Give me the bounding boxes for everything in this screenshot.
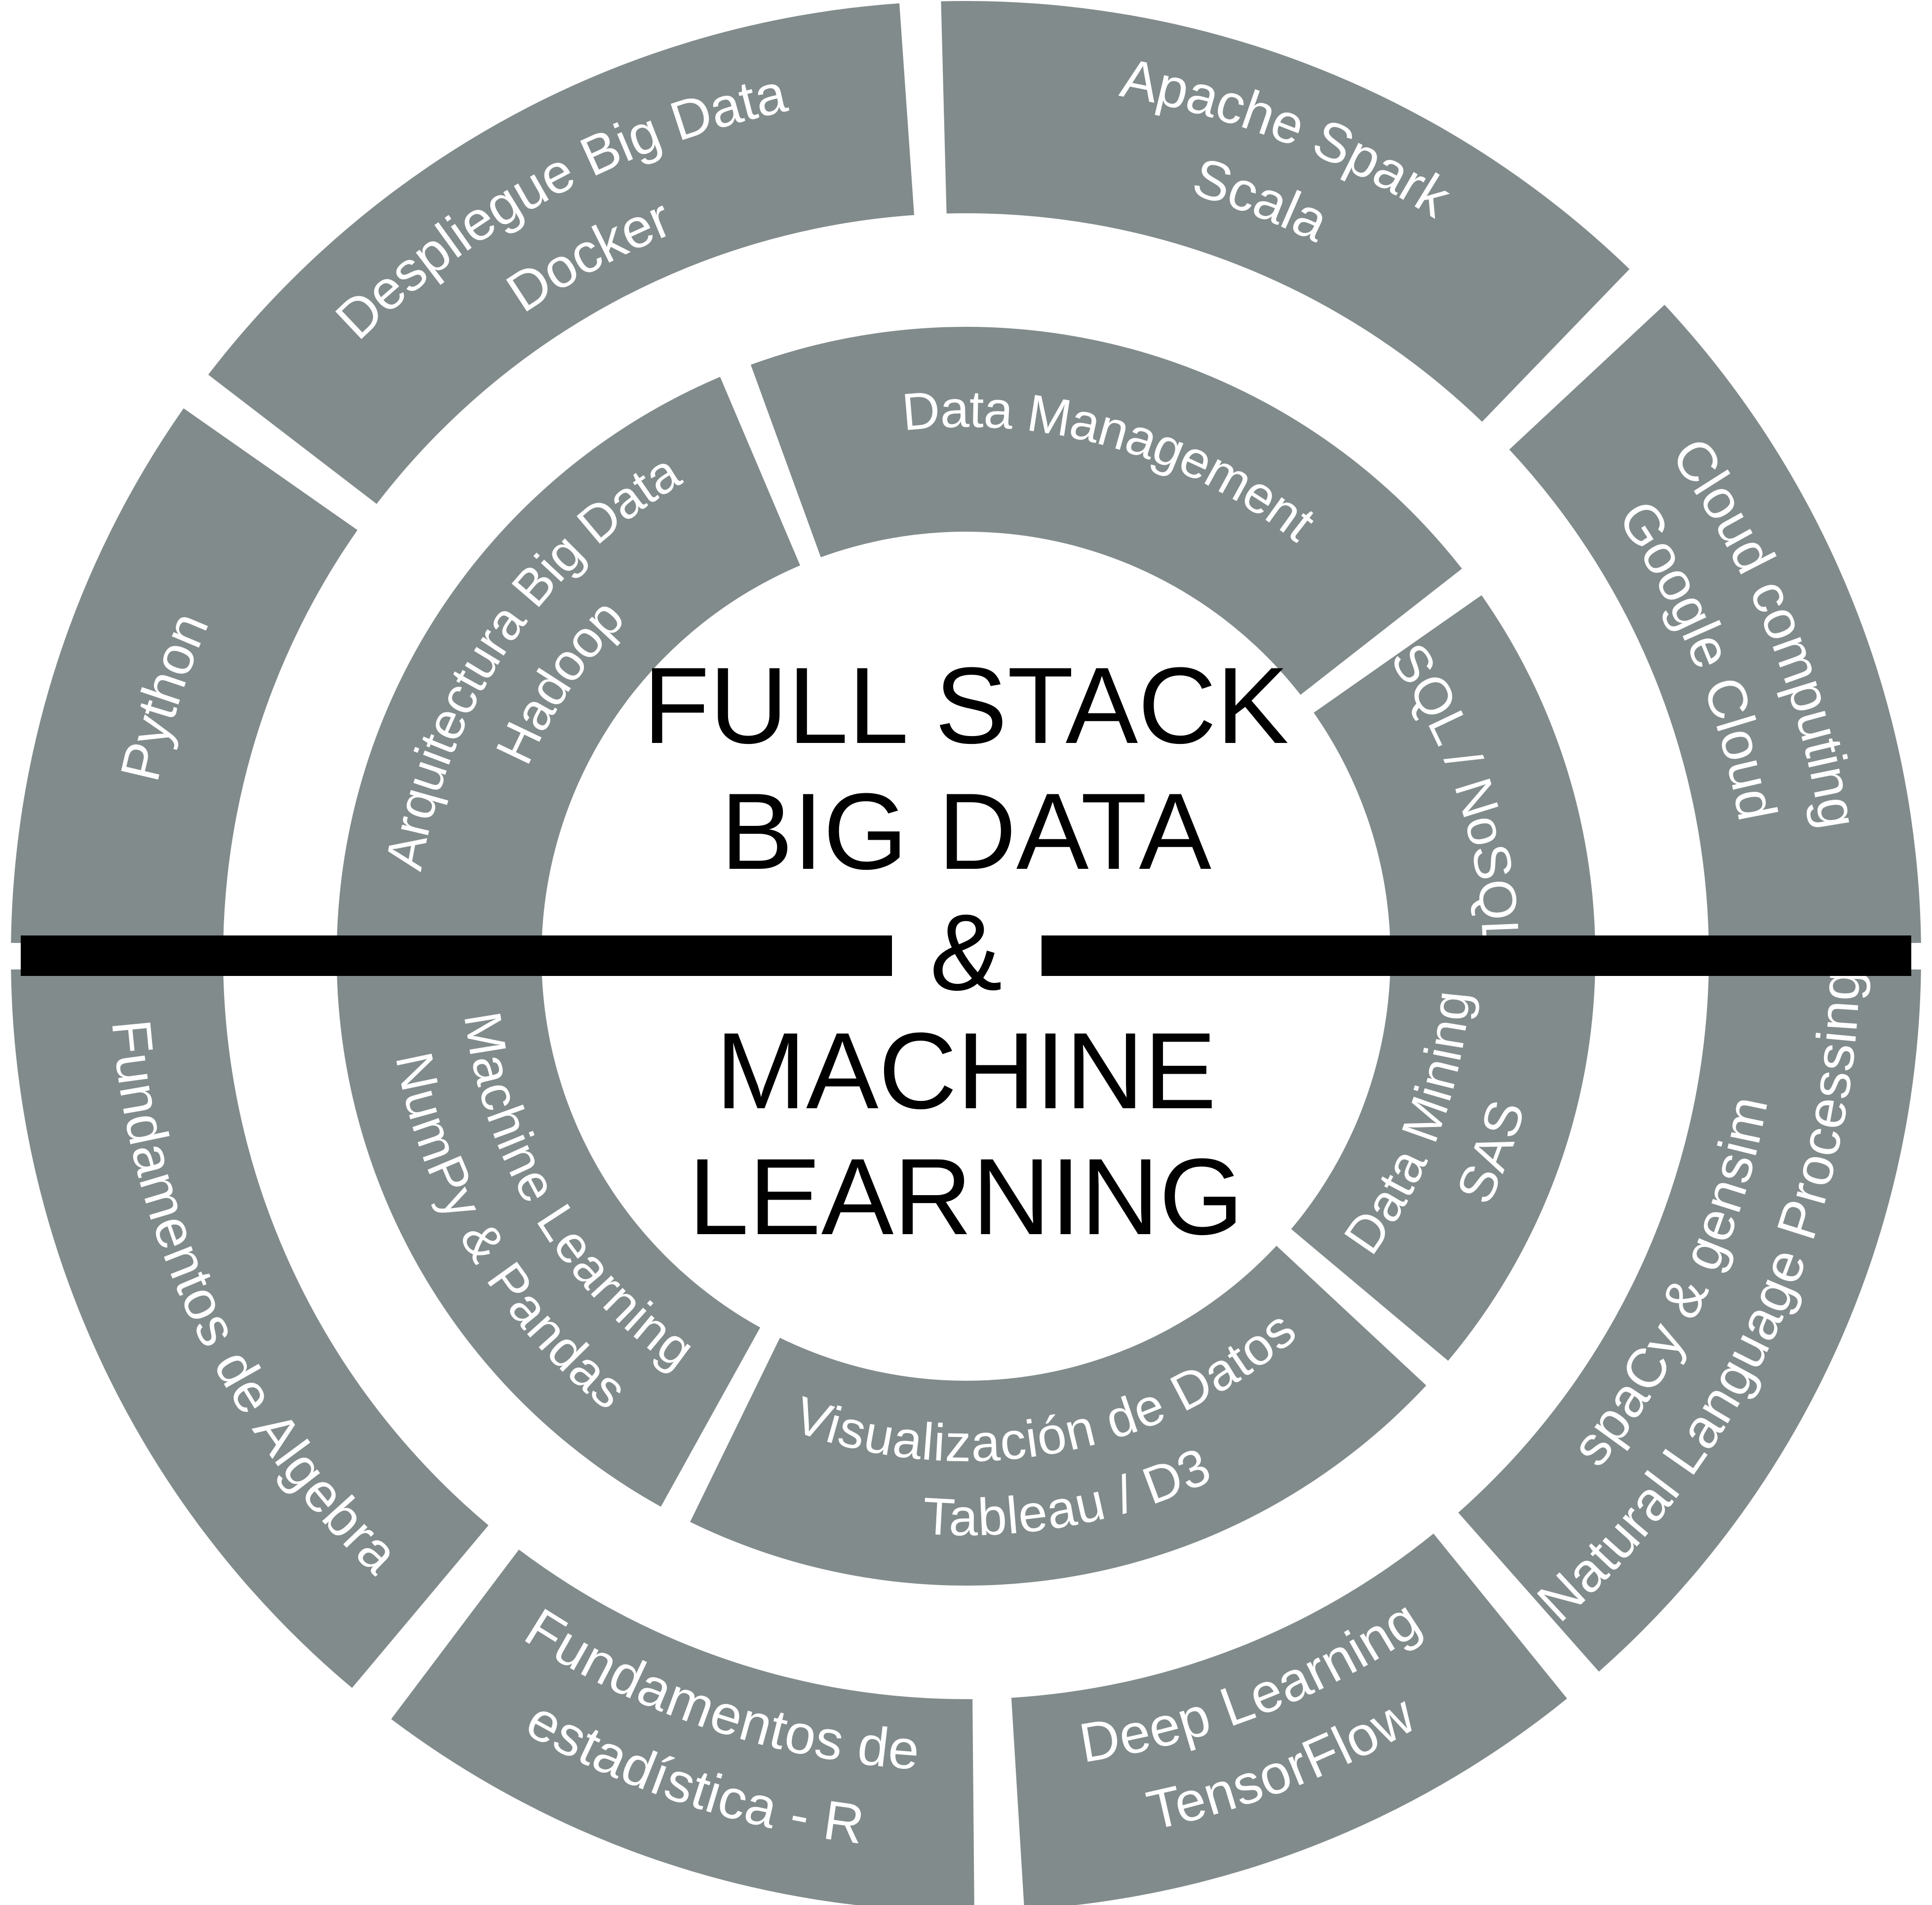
center-line-5: LEARNING [689,1136,1244,1257]
center-line-2: BIG DATA [721,771,1211,892]
center-line-3: & [930,892,1003,1013]
inner-segment-visualizacion [690,1245,1427,1586]
center-line-4: MACHINE [716,1010,1217,1131]
inner-segment-data-mining [1291,962,1595,1361]
outer-segment-nlp [1458,967,1921,1672]
divider-bar-left [21,935,892,976]
inner-segment-data-management [750,327,1462,695]
outer-segment-estadistica [391,1549,974,1905]
inner-segment-machine-learning [337,962,761,1507]
outer-segment-python [11,408,358,946]
outer-segment-despliegue [208,3,915,504]
outer-segment-deep-learning [1011,1533,1567,1905]
outer-segment-algebra [11,967,489,1688]
inner-segment-sql [1314,595,1595,950]
center-title: FULL STACK BIG DATA & MACHINE LEARNING [643,645,1289,1257]
center-line-1: FULL STACK [643,645,1289,766]
outer-segment-cloud [1509,305,1921,946]
segments-layer [11,1,1921,1905]
divider-bar-right [1042,935,1911,976]
inner-segment-arquitectura [337,377,800,949]
outer-segment-spark [941,1,1630,422]
